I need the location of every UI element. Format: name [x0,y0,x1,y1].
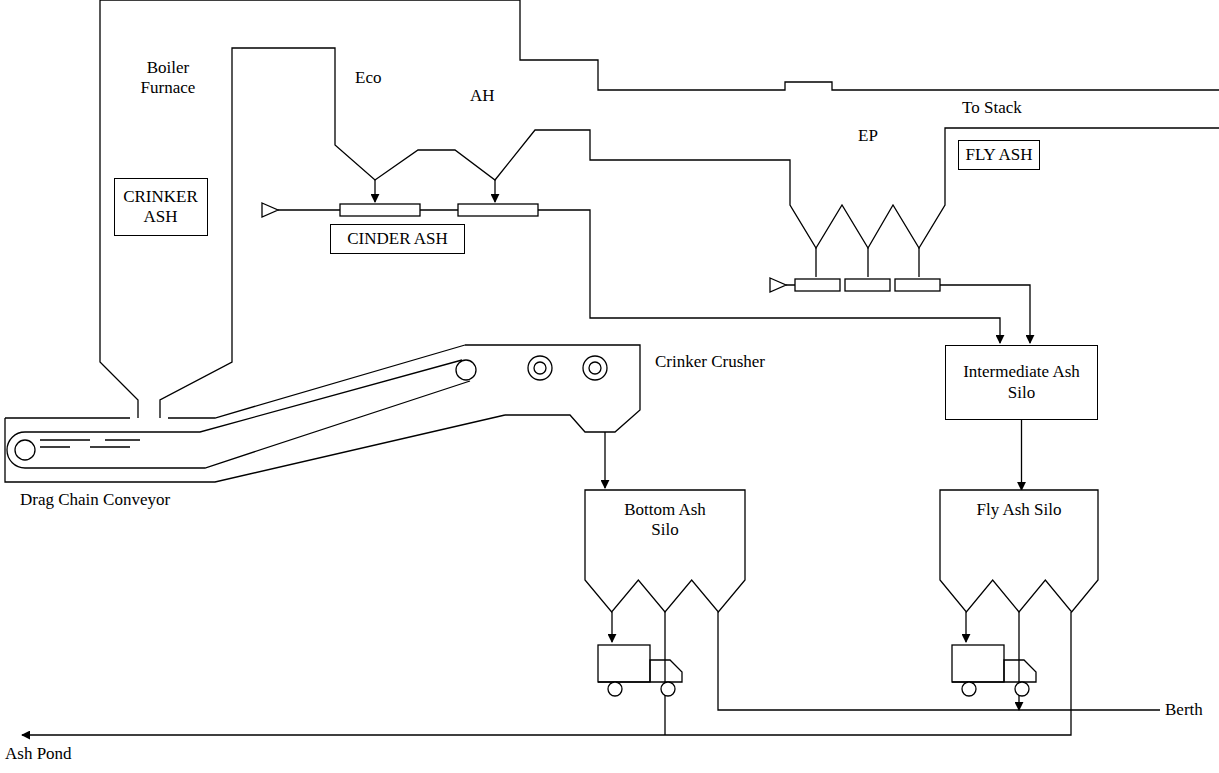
ash-type-box: FLY ASH [958,140,1039,170]
flow-label: To Stack [962,98,1022,118]
truck [952,645,1036,696]
flow-arrow [1021,420,1022,490]
ash-type-box: CRINKER ASH [114,178,208,236]
crusher-roll [583,356,607,380]
cinder-conveyor-line [278,210,1000,343]
ah-drop [494,180,495,202]
destination-label: Berth [1165,700,1203,720]
silo: Bottom Ash Silo [585,490,745,612]
fly-feeder [895,279,940,291]
crusher-housing [465,345,640,432]
ep-drop [816,248,919,277]
component-label: Crinker Crusher [655,352,765,372]
fly-feeder [795,279,840,291]
component-label: Drag Chain Conveyor [20,490,170,510]
conveyor-belt [7,360,470,468]
crusher-roll [534,362,546,374]
fly-conveyor-start [770,278,786,292]
node-text: Fly Ash Silo [976,500,1061,520]
crusher-drop [604,432,605,488]
duct-inner-wall [160,48,1219,418]
fly-conveyor-line [786,285,1030,343]
truck [598,645,682,696]
silo: Fly Ash Silo [940,490,1098,612]
fly-feeder [845,279,890,291]
ash-type-box: CINDER ASH [330,224,465,254]
node-text: Bottom Ash Silo [618,500,713,541]
component-label: AH [470,86,495,106]
conveyor-pulley [15,440,35,460]
cinder-feeder [458,204,538,216]
truck-loading [965,612,966,642]
component-label: Boiler Furnace [128,58,208,99]
node-text: FLY ASH [965,145,1032,165]
silo-box: Intermediate Ash Silo [945,345,1098,420]
conveyor-head-pulley [456,360,476,380]
ash-pond-line [22,612,1071,735]
destination-label: Ash Pond [5,744,72,764]
node-text: CINDER ASH [347,229,448,249]
cinder-feeder [340,204,420,216]
node-text: CRINKER ASH [121,187,201,228]
crusher-roll [528,356,552,380]
berth-line [718,612,1160,710]
conveyor-chain [40,440,140,447]
component-label: Eco [355,68,381,88]
truck-loading [611,612,612,642]
cinder-conveyor-start [262,203,278,217]
node-text: Intermediate Ash Silo [962,362,1082,403]
eco-drop [374,180,375,202]
component-label: EP [858,126,878,146]
crusher-roll [589,362,601,374]
conveyor-casing [5,345,505,482]
